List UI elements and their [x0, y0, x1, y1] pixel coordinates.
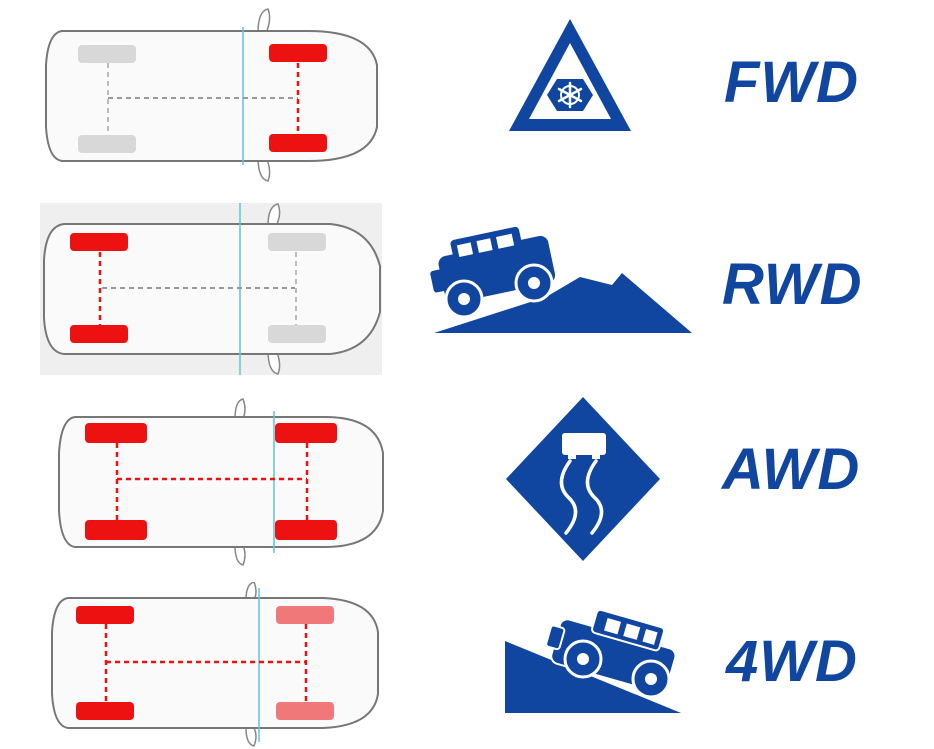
- side-mirror-top: [267, 203, 281, 227]
- jeep-climbing-slope-icon: [505, 608, 681, 713]
- front-right-wheel: [269, 134, 327, 152]
- car-body: [45, 30, 378, 162]
- jeep-on-mountain-icon: [430, 226, 692, 333]
- front-left-wheel: [275, 423, 337, 443]
- car-diagram-4wd: [51, 582, 379, 747]
- side-mirror-bottom: [245, 727, 257, 747]
- rear-right-wheel: [70, 325, 128, 343]
- rear-left-wheel: [78, 45, 136, 63]
- side-mirror-top: [245, 582, 257, 601]
- car-body: [58, 416, 384, 548]
- side-mirror-bottom: [234, 544, 246, 566]
- side-mirror-top: [257, 8, 271, 34]
- car-diagram-awd: [58, 398, 384, 566]
- side-mirror-bottom: [257, 156, 271, 182]
- front-left-wheel: [276, 606, 334, 624]
- side-mirror-bottom: [267, 349, 281, 375]
- front-left-wheel: [268, 233, 326, 251]
- rear-right-wheel: [85, 520, 147, 540]
- car-diagram-rwd: [40, 203, 382, 375]
- drivetrain-label-4wd: 4WD: [726, 629, 858, 694]
- snow-warning-triangle-icon: [509, 19, 631, 131]
- front-right-wheel: [276, 702, 334, 720]
- rear-left-wheel: [85, 423, 147, 443]
- front-right-wheel: [268, 325, 326, 343]
- rear-right-wheel: [76, 702, 134, 720]
- car-diagram-fwd: [45, 8, 378, 182]
- side-mirror-top: [234, 398, 246, 420]
- rear-left-wheel: [70, 233, 128, 251]
- rear-left-wheel: [76, 606, 134, 624]
- drivetrain-label-rwd: RWD: [722, 252, 863, 317]
- drivetrain-label-fwd: FWD: [724, 50, 860, 115]
- front-left-wheel: [269, 44, 327, 62]
- rear-right-wheel: [78, 135, 136, 153]
- drivetrain-label-awd: AWD: [722, 437, 861, 502]
- slippery-road-diamond-icon: [506, 397, 660, 561]
- front-right-wheel: [275, 520, 337, 540]
